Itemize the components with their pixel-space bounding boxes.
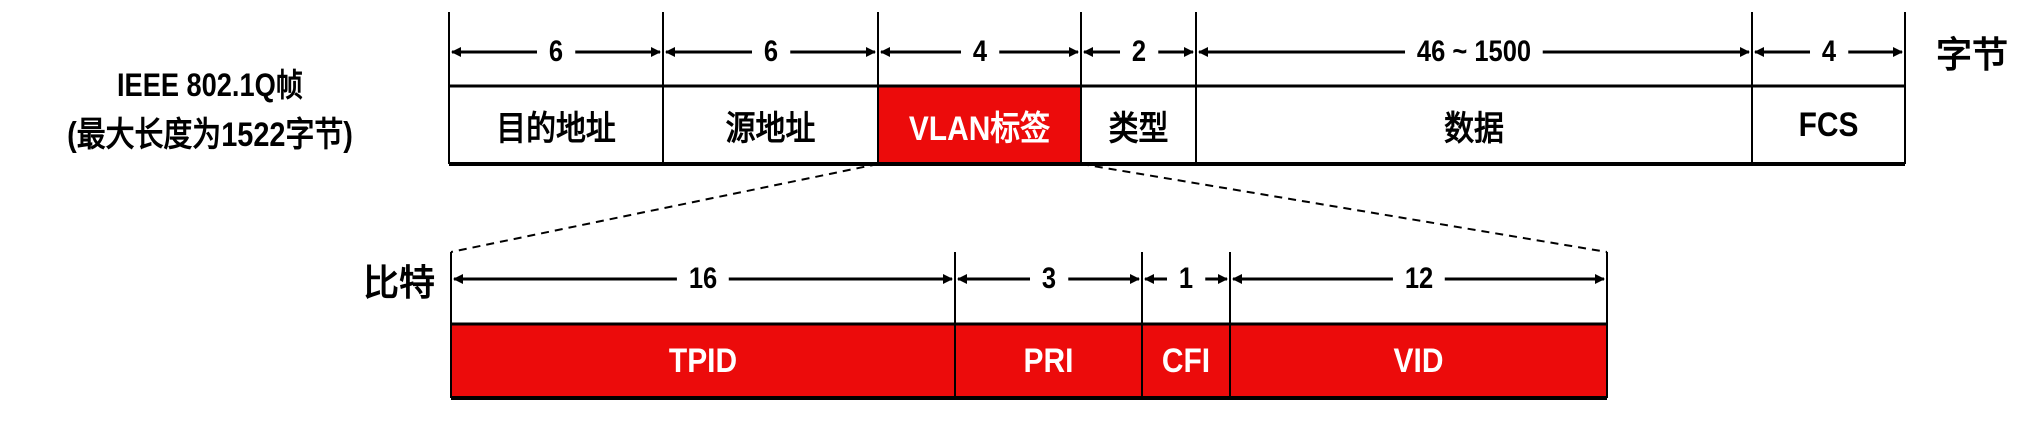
frame-size-label: 46 ~ 1500	[1405, 32, 1543, 72]
dashed-expand-left	[450, 163, 879, 253]
tag-field-vid: VID	[1393, 341, 1444, 380]
frame-field--: 目的地址	[496, 109, 616, 148]
tag-field-pri: PRI	[1023, 341, 1074, 380]
frame-title: IEEE 802.1Q帧	[117, 67, 303, 103]
frame-field-fcs: FCS	[1798, 105, 1859, 144]
dashed-expand-right	[1080, 163, 1608, 253]
tag-field-fill	[1231, 325, 1606, 397]
tag-size-label: 1	[1167, 259, 1205, 299]
frame-size-label: 6	[537, 32, 575, 72]
frame-field--: 类型	[1108, 109, 1169, 148]
tag-field-cfi: CFI	[1161, 341, 1211, 380]
tag-field-fill	[956, 325, 1141, 397]
byte-unit-label: 字节	[1935, 34, 2008, 75]
tag-size-label: 16	[676, 259, 730, 299]
frame-size-label: 2	[1119, 32, 1158, 72]
bit-unit-label: 比特	[362, 262, 435, 303]
frame-field-fill	[879, 87, 1080, 163]
frame-field-vlan-: VLAN标签	[908, 109, 1051, 148]
frame-field--: 数据	[1444, 109, 1504, 148]
frame-subtitle: (最大长度为1522字节)	[67, 115, 353, 154]
frame-size-label: 4	[960, 32, 999, 72]
tag-size-label: 3	[1029, 259, 1068, 299]
tag-field-fill	[452, 325, 954, 397]
frame-field--: 源地址	[725, 109, 816, 148]
frame-size-label: 6	[751, 32, 790, 72]
tag-field-fill	[1143, 325, 1229, 397]
tag-size-label: 12	[1392, 259, 1445, 299]
frame-size-label: 4	[1809, 32, 1848, 72]
tag-field-tpid: TPID	[668, 341, 738, 380]
